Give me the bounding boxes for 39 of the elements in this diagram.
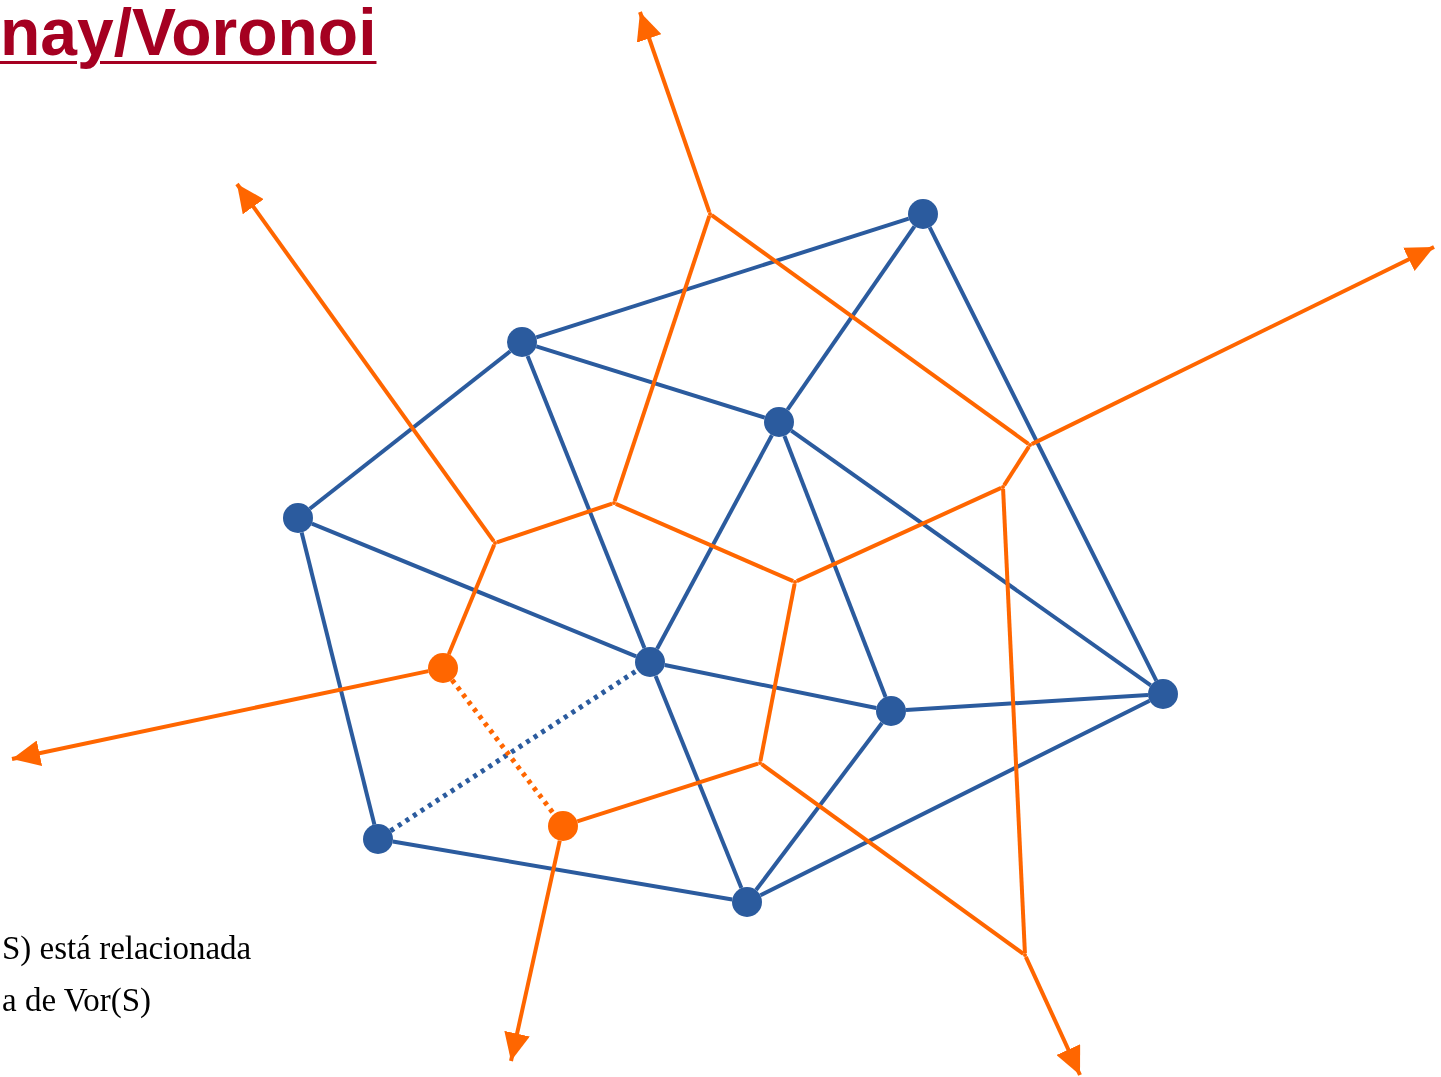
arrow — [1024, 956, 1082, 1076]
line — [785, 225, 917, 411]
line — [612, 215, 712, 502]
line — [392, 839, 733, 902]
line — [905, 692, 1149, 713]
line — [446, 544, 497, 655]
line — [759, 698, 1151, 898]
line — [525, 355, 647, 649]
arrow — [11, 669, 429, 766]
line — [615, 501, 794, 584]
note-text: S) está relacionada — [2, 929, 252, 968]
note-text: a de Vor(S) — [2, 981, 152, 1020]
arrow — [235, 182, 496, 543]
line — [664, 663, 877, 710]
line — [653, 675, 744, 889]
line — [782, 435, 888, 698]
line — [754, 721, 884, 892]
line — [790, 429, 1152, 687]
line — [389, 668, 639, 833]
line — [450, 678, 556, 816]
line — [535, 344, 766, 420]
line — [760, 762, 1025, 956]
line — [1002, 445, 1031, 487]
line — [308, 349, 512, 511]
title: nay/Voronoi — [0, 0, 377, 71]
arrow — [504, 840, 562, 1062]
line — [576, 761, 759, 824]
line — [496, 501, 613, 545]
line — [1001, 488, 1027, 954]
line — [927, 226, 1159, 682]
line — [311, 521, 637, 659]
line — [796, 486, 1002, 583]
line — [535, 216, 910, 340]
line — [299, 532, 377, 825]
arrow — [636, 11, 712, 213]
line — [758, 583, 797, 762]
arrow — [1030, 245, 1435, 446]
line — [655, 434, 774, 650]
line — [710, 213, 1030, 446]
